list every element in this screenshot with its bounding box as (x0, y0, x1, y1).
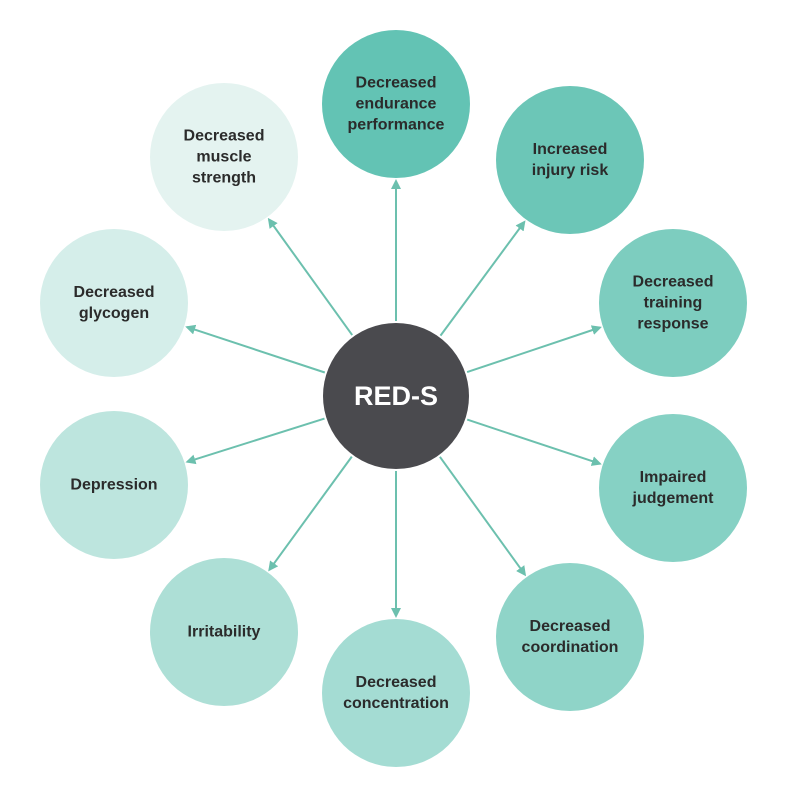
node-label: Decreased muscle strength (184, 128, 265, 187)
node-label-line: muscle (196, 149, 251, 166)
node-label-line: glycogen (79, 305, 149, 322)
center-label: RED-S (354, 381, 438, 411)
arrow-to-decreased-coordination (439, 456, 527, 577)
node-circle (40, 229, 188, 377)
node-label-line: Decreased (356, 75, 437, 92)
node-label: Depression (70, 477, 157, 494)
node-decreased-coordination: Decreased coordination (496, 563, 644, 711)
node-label-line: Decreased (184, 128, 265, 145)
arrow-to-increased-injury-risk (439, 220, 526, 337)
node-label-line: response (637, 316, 708, 333)
node-label-line: Depression (70, 477, 157, 494)
node-circle (150, 558, 298, 706)
node-irritability: Irritability (150, 558, 298, 706)
node-decreased-glycogen: Decreased glycogen (40, 229, 188, 377)
node-depression: Depression (40, 411, 188, 559)
node-decreased-concentration: Decreased concentration (322, 619, 470, 767)
node-label-line: coordination (522, 639, 619, 656)
node-decreased-muscle-strength: Decreased muscle strength (150, 83, 298, 231)
node-circle (40, 411, 188, 559)
node-label-line: Impaired (640, 469, 707, 486)
center-node: RED-S (323, 323, 469, 469)
node-label: Decreased coordination (522, 618, 619, 656)
center-circle (323, 323, 469, 469)
node-circle (599, 414, 747, 562)
node-impaired-judgement: Impaired judgement (599, 414, 747, 562)
node-circle (322, 30, 470, 178)
node-decreased-training-response: Decreased training response (599, 229, 747, 377)
node-label: Impaired judgement (632, 469, 715, 507)
arrow-to-decreased-glycogen (185, 324, 326, 374)
node-label-line: injury risk (532, 162, 609, 179)
node-label-line: endurance (356, 96, 437, 113)
node-circle (496, 563, 644, 711)
node-label-line: Decreased (633, 274, 714, 291)
node-label-line: Increased (533, 141, 608, 158)
node-decreased-endurance-performance: Decreased endurance performance (322, 30, 470, 178)
node-label-line: training (644, 295, 703, 312)
arrow-to-depression (185, 417, 325, 465)
node-label-line: performance (348, 117, 445, 134)
node-label: Irritability (188, 624, 261, 641)
node-label-line: Decreased (530, 618, 611, 635)
node-circle (150, 83, 298, 231)
node-label-line: judgement (632, 490, 715, 507)
node-circle (496, 86, 644, 234)
node-label: Increased injury risk (532, 141, 609, 179)
arrow-to-irritability (268, 456, 353, 572)
node-label-line: Decreased (356, 674, 437, 691)
node-label-line: Decreased (74, 284, 155, 301)
arrows-group (185, 179, 602, 618)
node-circle (322, 619, 470, 767)
node-label: Decreased glycogen (74, 284, 155, 322)
node-label-line: strength (192, 170, 256, 187)
node-label-line: concentration (343, 695, 449, 712)
node-circle (599, 229, 747, 377)
arrow-to-decreased-training-response (466, 325, 602, 374)
node-label: Decreased endurance performance (348, 75, 445, 134)
arrow-to-decreased-muscle-strength (267, 217, 354, 336)
node-label: Decreased concentration (343, 674, 449, 712)
node-label-line: Irritability (188, 624, 261, 641)
arrow-to-impaired-judgement (466, 418, 602, 466)
node-increased-injury-risk: Increased injury risk (496, 86, 644, 234)
node-label: Decreased training response (633, 274, 714, 333)
